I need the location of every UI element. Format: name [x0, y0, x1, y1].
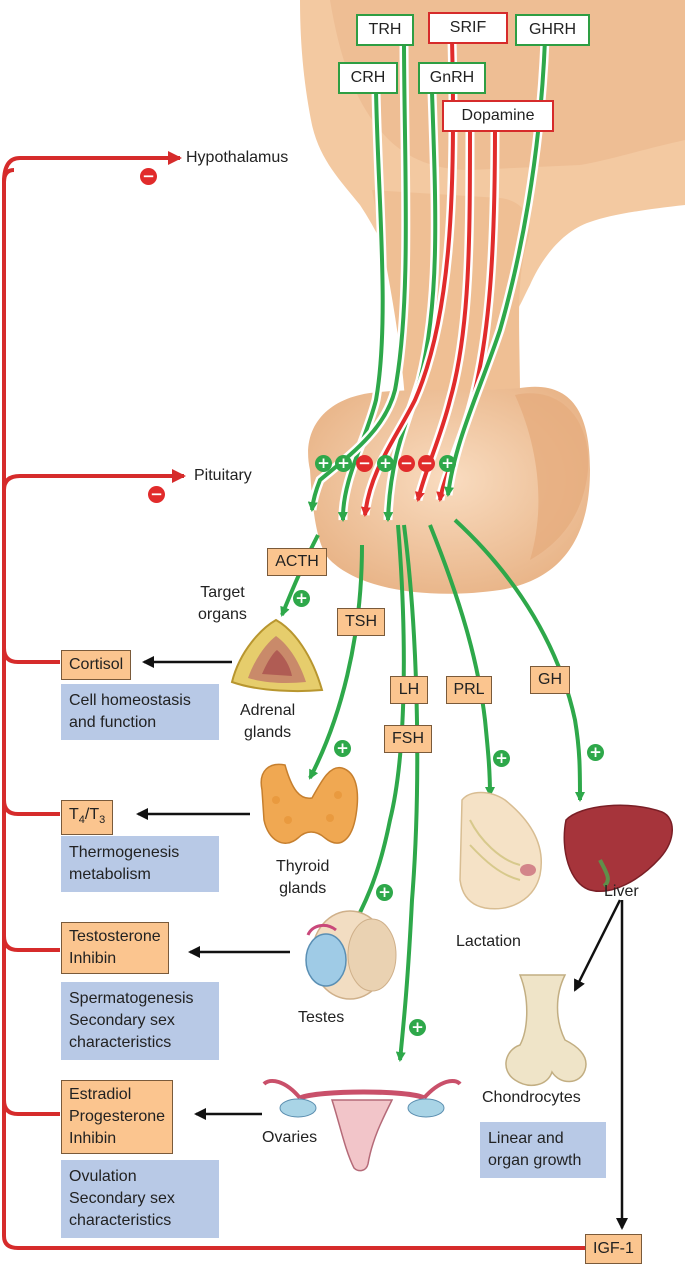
target-organs-line-1: Target	[200, 584, 245, 601]
breast-illustration	[459, 791, 542, 910]
estradiol-text: Estradiol	[69, 1086, 132, 1103]
fsh-arrow	[395, 524, 420, 1062]
testes-label: Testes	[298, 1009, 345, 1026]
minus-sign: −	[418, 455, 435, 472]
liver-illustration	[563, 804, 673, 892]
plus-sign: +	[293, 590, 310, 607]
prl-label: PRL	[446, 676, 492, 704]
adrenal-gland-illustration	[230, 618, 324, 693]
plus-sign: +	[409, 1019, 426, 1036]
cortisol-effect-line-1: Cell homeostasis	[69, 692, 191, 709]
igf1-box: IGF-1	[585, 1234, 642, 1264]
inhibin-text: Inhibin	[69, 1130, 117, 1147]
testosterone-text: Testosterone	[69, 928, 161, 945]
ovaries-illustration	[262, 1079, 462, 1172]
liver-label: Liver	[604, 883, 639, 900]
t4-text: T	[69, 806, 79, 823]
cortisol-effect-line-2: and function	[69, 714, 157, 731]
plus-sign: +	[335, 455, 352, 472]
plus-sign: +	[493, 750, 510, 767]
t3-subscript: 3	[99, 814, 106, 827]
dopamine-label: Dopamine	[442, 100, 554, 132]
thyroid-effect-box: Thermogenesis metabolism	[61, 836, 219, 892]
plus-sign: +	[334, 740, 351, 757]
minus-sign: −	[356, 455, 373, 472]
testes-hormones-box: Testosterone Inhibin	[61, 922, 169, 974]
thyroid-gland-illustration	[260, 763, 359, 844]
testis-illustration	[305, 910, 397, 1000]
ovaries-effect-line-1: Ovulation	[69, 1168, 137, 1185]
acth-label: ACTH	[267, 548, 327, 576]
srif-label: SRIF	[428, 12, 508, 44]
thyroid-line-2: glands	[279, 880, 327, 897]
target-organs-line-2: organs	[198, 606, 247, 623]
target-organs-label: Target organs	[198, 582, 247, 626]
ovaries-effect-box: Ovulation Secondary sex characteristics	[61, 1160, 219, 1238]
lh-label: LH	[390, 676, 428, 704]
thyroid-effect-line-2: metabolism	[69, 866, 151, 883]
minus-sign: −	[148, 486, 165, 503]
pituitary-label: Pituitary	[194, 467, 252, 484]
ovaries-label: Ovaries	[262, 1129, 318, 1146]
plus-sign: +	[587, 744, 604, 761]
adrenal-line-2: glands	[244, 724, 292, 741]
trh-label: TRH	[356, 14, 414, 46]
thyroid-label: Thyroid glands	[276, 856, 329, 900]
growth-effect-box: Linear and organ growth	[480, 1122, 606, 1178]
testes-effect-line-2: Secondary sex	[69, 1012, 175, 1029]
chondrocytes-label: Chondrocytes	[482, 1089, 581, 1106]
bone-illustration	[505, 974, 587, 1087]
testes-effect-box: Spermatogenesis Secondary sex characteri…	[61, 982, 219, 1060]
lactation-label: Lactation	[456, 933, 521, 950]
ovaries-effect-line-3: characteristics	[69, 1212, 172, 1229]
t3-text: /T	[84, 806, 100, 823]
gnrh-label: GnRH	[418, 62, 486, 94]
testes-effect-line-1: Spermatogenesis	[69, 990, 194, 1007]
thyroid-effect-line-1: Thermogenesis	[69, 844, 180, 861]
growth-effect-line-1: Linear and	[488, 1130, 564, 1147]
cortisol-effect-box: Cell homeostasis and function	[61, 684, 219, 740]
plus-sign: +	[377, 455, 394, 472]
plus-sign: +	[376, 884, 393, 901]
tsh-arrow	[308, 544, 364, 780]
growth-effect-line-2: organ growth	[488, 1152, 582, 1169]
gh-label: GH	[530, 666, 570, 694]
plus-sign: +	[315, 455, 332, 472]
t4-t3-box: T4/T3	[61, 800, 114, 836]
adrenal-label: Adrenal glands	[240, 700, 295, 744]
minus-sign: −	[140, 168, 157, 185]
t4-subscript: 4	[78, 814, 85, 827]
ovary-hormones-box: Estradiol Progesterone Inhibin	[61, 1080, 174, 1154]
progesterone-text: Progesterone	[69, 1108, 166, 1125]
hypothalamus-label: Hypothalamus	[186, 149, 289, 166]
adrenal-line-1: Adrenal	[240, 702, 296, 719]
crh-label: CRH	[338, 62, 398, 94]
minus-sign: −	[398, 455, 415, 472]
thyroid-line-1: Thyroid	[276, 858, 330, 875]
testes-effect-line-3: characteristics	[69, 1034, 172, 1051]
feedback-loop	[1, 151, 600, 1250]
lh-arrow	[346, 524, 406, 937]
plus-sign: +	[439, 455, 456, 472]
tsh-label: TSH	[337, 608, 385, 636]
cortisol-box: Cortisol	[61, 650, 132, 680]
inhibin-text: Inhibin	[69, 950, 117, 967]
ghrh-label: GHRH	[515, 14, 590, 46]
fsh-label: FSH	[384, 725, 432, 753]
organ-output-arrows	[136, 656, 628, 1230]
ovaries-effect-line-2: Secondary sex	[69, 1190, 175, 1207]
